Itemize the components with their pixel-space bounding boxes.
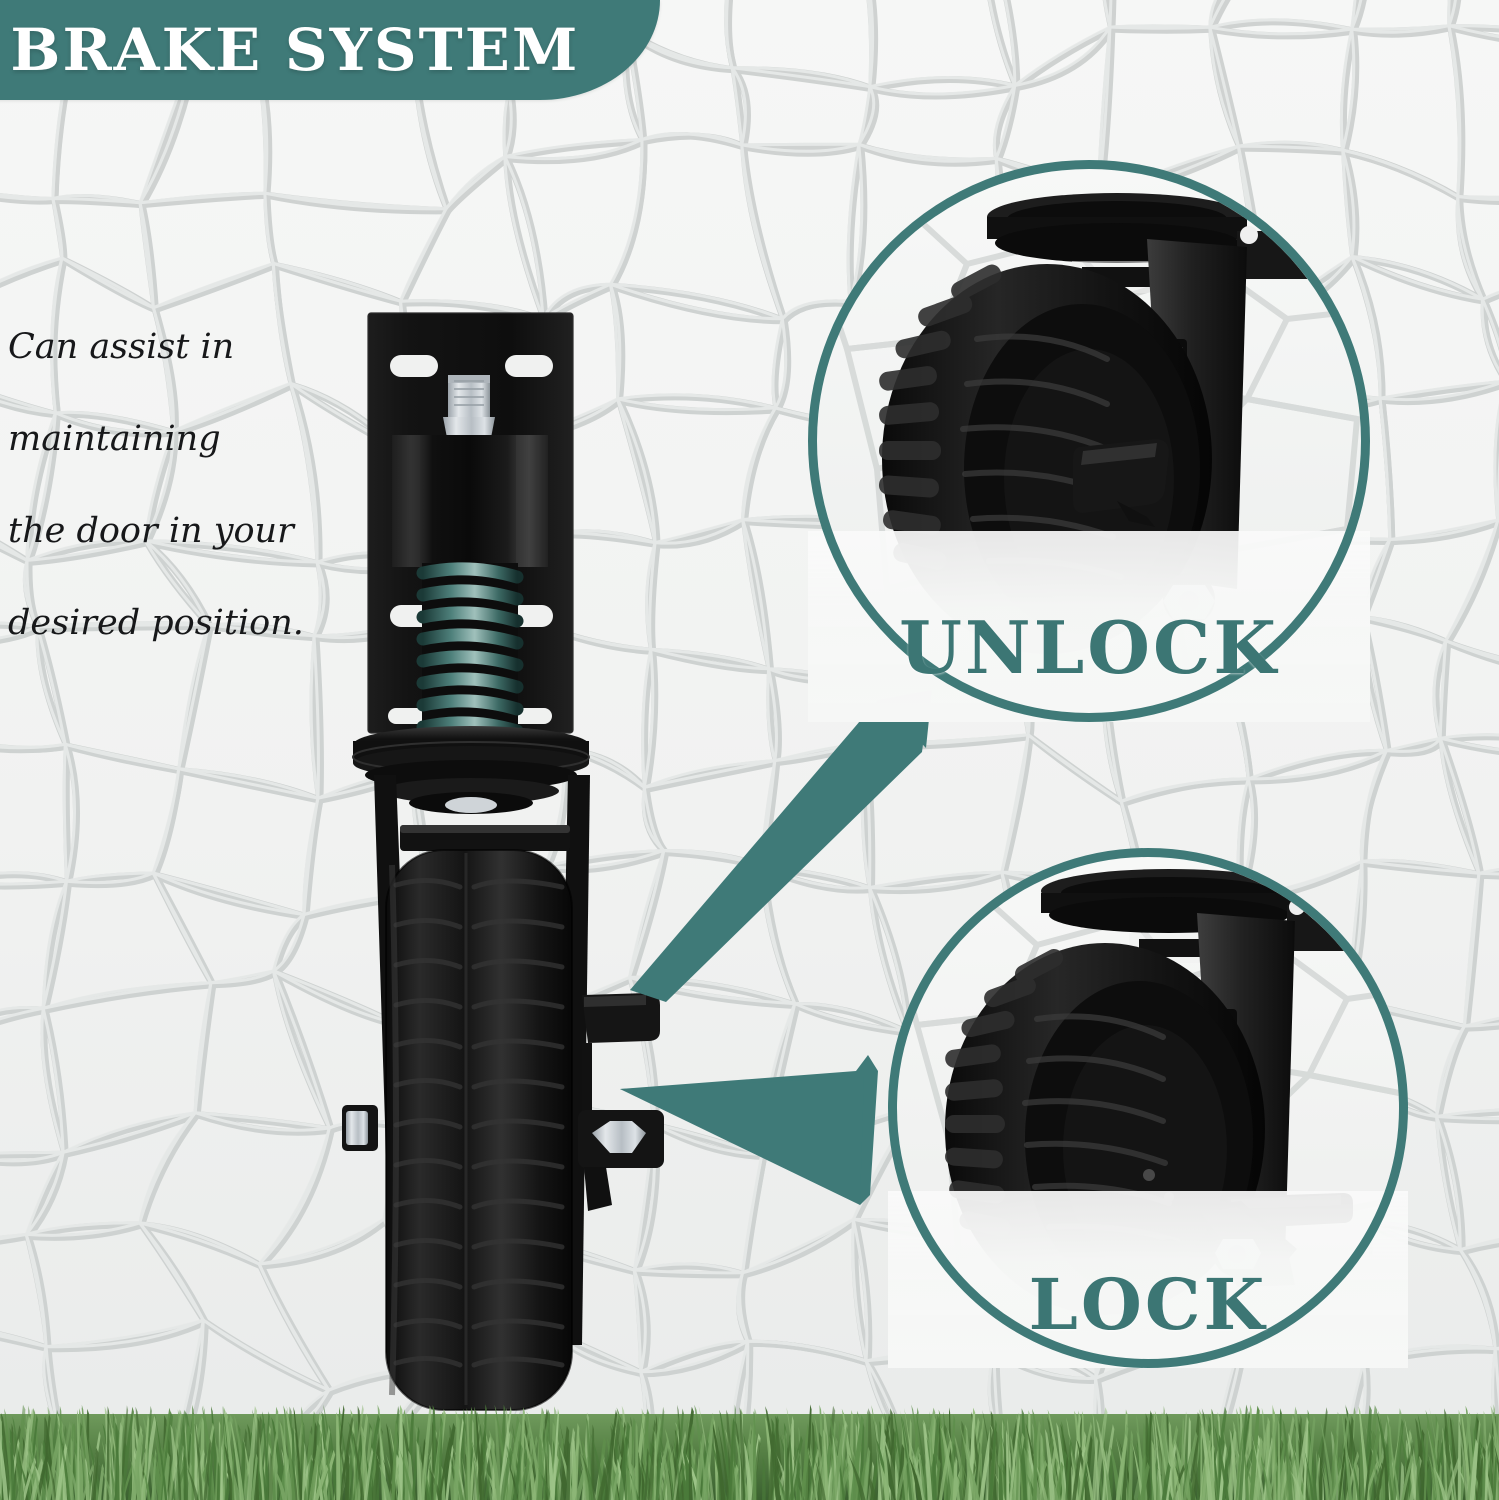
unlock-reflection <box>808 530 1370 722</box>
callout-lock: LOCK <box>888 848 1408 1368</box>
unlock-swivel-top <box>987 193 1361 293</box>
description-block: Can assist in maintaining the door in yo… <box>8 330 358 698</box>
description-line-3: the door in your <box>8 511 294 551</box>
grass-ground <box>0 1388 1499 1500</box>
rubber-tread-wheel <box>385 849 573 1411</box>
left-brake-tab <box>342 1105 378 1151</box>
unlock-brake-lever <box>1073 439 1169 527</box>
caster-illustration <box>342 312 664 1411</box>
description-line-2: maintaining <box>8 419 221 459</box>
grass-blades <box>0 1404 1499 1500</box>
arrow-to-lock <box>620 1055 950 1205</box>
page-title: BRAKE SYSTEM <box>10 16 580 84</box>
lock-reflection <box>888 1191 1408 1368</box>
product-caster-assembly <box>330 305 680 1420</box>
brake-lever <box>578 993 664 1211</box>
coil-spring <box>416 562 524 739</box>
damper-cylinder <box>392 435 548 567</box>
description-line-1: Can assist in <box>8 327 235 367</box>
arrow-lock-shape <box>620 1055 878 1205</box>
swivel-plate <box>352 726 590 814</box>
title-banner: BRAKE SYSTEM <box>0 0 660 100</box>
callout-unlock: UNLOCK <box>808 160 1370 722</box>
description-line-4: desired position. <box>8 603 304 643</box>
hex-bolt <box>443 375 495 443</box>
callout-unlock-label: UNLOCK <box>899 605 1279 690</box>
callout-lock-label: LOCK <box>1028 1263 1268 1346</box>
